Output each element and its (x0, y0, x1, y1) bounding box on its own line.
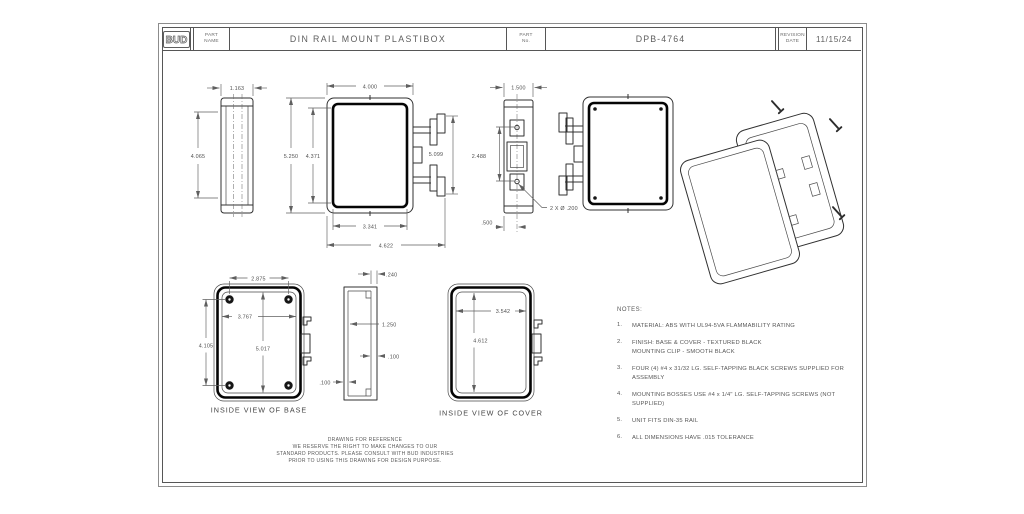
note-text: ALL DIMENSIONS HAVE .015 TOLERANCE (632, 435, 754, 441)
revision-label-cell: REVISION DATE (779, 28, 807, 50)
disclaimer-line: PRIOR TO USING THIS DRAWING FOR DESIGN P… (288, 458, 442, 465)
bud-logo: BUD (163, 30, 190, 48)
note-item: 2. FINISH: BASE & COVER - TEXTURED BLACK… (617, 339, 867, 356)
note-item: 4. MOUNTING BOSSES USE #4 x 1/4" LG. SEL… (617, 391, 867, 408)
part-no-label-cell: PART No. (507, 28, 546, 50)
note-number: 5. (617, 416, 623, 423)
screw-icon (832, 206, 846, 221)
note-text: FOUR (4) #4 x 31/32 LG. SELF-TAPPING BLA… (632, 366, 845, 381)
note-text: FINISH: BASE & COVER - TEXTURED BLACK MO… (632, 340, 762, 355)
disclaimer-line: STANDARD PRODUCTS. PLEASE CONSULT WITH B… (276, 451, 454, 458)
note-number: 6. (617, 434, 623, 440)
part-no-cell: DPB-4764 (546, 28, 775, 50)
sheet-frame-inner (162, 27, 863, 483)
part-no-label: PART No. (519, 33, 533, 44)
notes-heading: NOTES: (617, 307, 643, 313)
label-inside-cover: INSIDE VIEW OF COVER (439, 409, 543, 418)
part-name-label: PART NAME (204, 33, 219, 44)
disclaimer-line: DRAWING FOR REFERENCE (327, 437, 403, 443)
dim-base-boss-width: 2.875 (251, 276, 266, 282)
dim-cover-inner-height: 4.612 (473, 339, 488, 345)
dim-side-width: 1.163 (230, 86, 245, 92)
logo-cell: BUD (163, 28, 190, 50)
view-inside-cover: 3.542 4.612 INSIDE VIEW OF COVER (439, 283, 543, 418)
view-back-with-clip (558, 94, 674, 213)
view-inside-base: 2.875 3.767 4.105 5.017 INSIDE VIEW OF B… (199, 276, 312, 415)
view-side-section: 1.500 2.488 .500 2 X Ø .200 (472, 83, 578, 232)
dim-side-height: 4.065 (191, 154, 206, 160)
note-item: 6. ALL DIMENSIONS HAVE .015 TOLERANCE (617, 434, 867, 443)
notes-block: NOTES: 1. MATERIAL: ABS WITH UL94-5VA FL… (617, 307, 867, 451)
revision-date-value: 11/15/24 (815, 34, 853, 44)
view-base-side-section: .240 1.250 .100 .100 (319, 270, 399, 401)
dim-base-boss-height: 4.105 (199, 343, 214, 349)
bud-logo-glyph: BUD (165, 34, 188, 46)
part-no-value: DPB-4764 (635, 34, 686, 44)
screw-icon (829, 118, 843, 133)
view-front-of-base: 4.000 5.250 4.371 5.099 3.341 (284, 83, 458, 249)
dim-wall-right: .100 (388, 354, 399, 360)
corner-bosses (225, 295, 293, 390)
note-text: UNIT FITS DIN-35 RAIL (632, 417, 699, 424)
dim-hole-spacing: 2.488 (472, 154, 487, 160)
dim-section-depth: 1.500 (511, 86, 526, 92)
note-text: MATERIAL: ABS WITH UL94-5VA FLAMMABILITY… (632, 323, 795, 329)
part-name-value: DIN RAIL MOUNT PLASTIBOX (289, 34, 447, 44)
note-number: 1. (617, 322, 623, 328)
dim-base-depth: 1.250 (382, 322, 397, 328)
note-number: 3. (617, 365, 623, 372)
dim-base-inner-height: 5.017 (256, 347, 271, 353)
note-number: 4. (617, 390, 623, 397)
dim-hole-offset: .500 (481, 221, 492, 227)
part-name-cell: DIN RAIL MOUNT PLASTIBOX (230, 28, 507, 50)
dim-wall-step: .240 (386, 272, 397, 278)
title-block: BUD PART NAME DIN RAIL MOUNT PLASTIBOX P… (163, 28, 861, 51)
dim-front-inner-width: 3.341 (363, 224, 378, 230)
note-item: 3. FOUR (4) #4 x 31/32 LG. SELF-TAPPING … (617, 365, 867, 382)
disclaimer: DRAWING FOR REFERENCE WE RESERVE THE RIG… (240, 437, 490, 465)
dim-front-height: 5.250 (284, 154, 299, 160)
revision-date-cell: 11/15/24 (807, 28, 861, 50)
dim-front-width: 4.000 (363, 84, 378, 90)
revision-date-label: REVISION DATE (780, 33, 805, 44)
dim-base-inner-width: 3.767 (238, 315, 253, 321)
note-item: 5. UNIT FITS DIN-35 RAIL (617, 417, 867, 426)
note-text: MOUNTING BOSSES USE #4 x 1/4" LG. SELF-T… (632, 391, 836, 407)
view-isometric-exploded (680, 100, 846, 285)
dim-hole-note: 2 X Ø .200 (550, 206, 578, 212)
sheet-frame-outer (158, 23, 867, 487)
dim-front-overall-width: 4.622 (379, 243, 394, 249)
dim-cover-inner-width: 3.542 (496, 309, 511, 315)
screw-icon (771, 100, 785, 115)
note-number: 2. (617, 339, 623, 346)
note-item: 1. MATERIAL: ABS WITH UL94-5VA FLAMMABIL… (617, 322, 867, 331)
title-separator (190, 28, 194, 50)
disclaimer-line: WE RESERVE THE RIGHT TO MAKE CHANGES TO … (292, 444, 438, 451)
bud-logo-text: BUD (166, 35, 188, 46)
title-separator-2 (775, 28, 779, 50)
dim-clip-span: 5.099 (429, 152, 444, 158)
label-inside-base: INSIDE VIEW OF BASE (211, 406, 307, 415)
dim-wall-left: .100 (319, 380, 330, 386)
part-name-label-cell: PART NAME (194, 28, 230, 50)
dim-front-inner-height: 4.371 (306, 154, 321, 160)
view-side-of-base: 1.163 4.065 (191, 84, 267, 217)
